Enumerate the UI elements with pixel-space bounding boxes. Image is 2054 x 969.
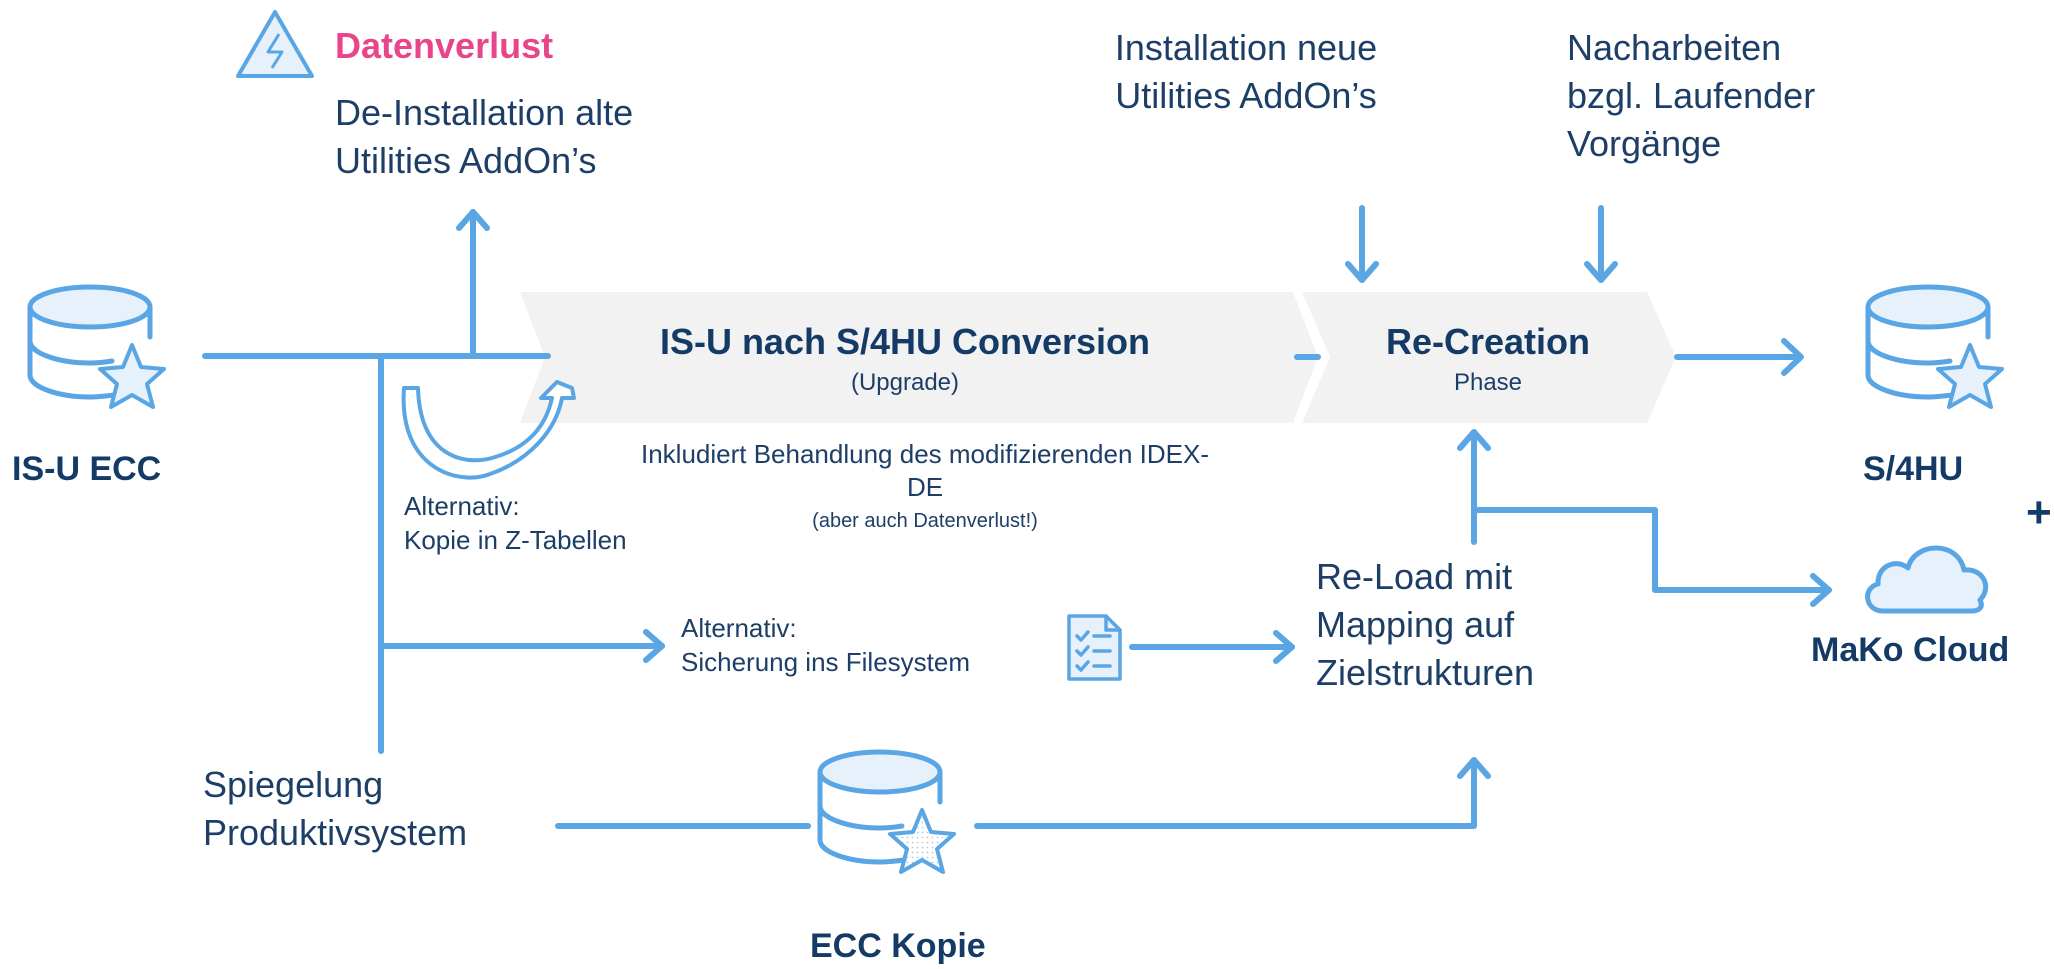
database-star-icon (817, 749, 956, 874)
datenverlust-title: Datenverlust (335, 25, 554, 66)
checklist-document-icon (1067, 614, 1122, 681)
idex-note-line1: Inkludiert Behandlung des modifizierende… (640, 439, 1209, 469)
recreation-title: Re-Creation (1385, 321, 1591, 362)
reload-line2: Mapping auf (1316, 604, 1515, 645)
reload-line3: Zielstrukturen (1316, 652, 1535, 693)
alt-fs-line2: Sicherung ins Filesystem (681, 647, 970, 677)
install-neu-line2: Utilities AddOn’s (1115, 75, 1377, 116)
plus-sign: + (2026, 488, 2052, 537)
database-star-icon (27, 284, 166, 409)
alt-z-line1: Alternativ: (404, 491, 520, 521)
mako-cloud-label: MaKo Cloud (1811, 631, 2010, 669)
conversion-chevron (520, 292, 1318, 423)
idex-note-line3: (aber auch Datenverlust!) (812, 510, 1038, 532)
spiegelung-line2: Produktivsystem (203, 812, 468, 853)
recreation-subtitle: Phase (1453, 369, 1523, 396)
recreation-chevron (1302, 292, 1676, 423)
isu-ecc-label: IS-U ECC (12, 450, 162, 488)
cloud-icon (1865, 545, 1988, 614)
idex-note-line2: DE (906, 472, 944, 502)
nacharbeiten-line2: bzgl. Laufender (1567, 75, 1816, 116)
database-star-icon (1865, 284, 2004, 409)
s4hu-label: S/4HU (1863, 450, 1964, 488)
reload-line1: Re-Load mit (1316, 556, 1513, 597)
alt-fs-line1: Alternativ: (681, 613, 797, 643)
mako-arrow (1471, 507, 1832, 593)
conversion-title: IS-U nach S/4HU Conversion (659, 321, 1151, 362)
nacharbeiten-line1: Nacharbeiten (1567, 27, 1782, 68)
mirror-line-right (974, 757, 1477, 829)
install-neu-line1: Installation neue (1114, 27, 1378, 68)
ecc-kopie-label: ECC Kopie (810, 927, 986, 965)
deinstall-line2: Utilities AddOn’s (335, 140, 597, 181)
alt-z-line2: Kopie in Z-Tabellen (404, 525, 627, 555)
curved-arrow-icon (401, 380, 576, 480)
warning-lightning-icon (236, 10, 314, 78)
conversion-subtitle: (Upgrade) (850, 369, 960, 396)
deinstall-line1: De-Installation alte (335, 92, 634, 133)
spiegelung-line1: Spiegelung (203, 764, 384, 805)
nacharbeiten-line3: Vorgänge (1567, 123, 1722, 164)
